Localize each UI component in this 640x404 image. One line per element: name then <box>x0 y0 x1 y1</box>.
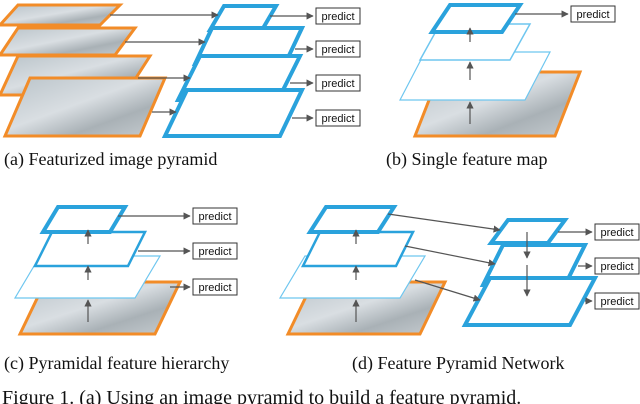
predict-label: predict <box>321 44 354 56</box>
predict-box: predict <box>315 40 361 58</box>
lateral-connection <box>404 245 496 267</box>
lateral-connection <box>387 213 501 233</box>
predict-label: predict <box>198 282 231 294</box>
panel-a-featurized-image-pyramid: predict predict predict predict (a) Feat… <box>0 3 361 170</box>
bottom-up-level-mid <box>300 230 416 268</box>
predict-label: predict <box>576 9 609 21</box>
feature-map-level-4 <box>161 88 306 138</box>
predict-box: predict <box>594 223 640 241</box>
caption-a: (a) Featurized image pyramid <box>4 149 217 170</box>
predict-box: predict <box>192 278 238 296</box>
predict-label: predict <box>600 227 633 239</box>
predict-box: predict <box>594 257 640 275</box>
caption-b: (b) Single feature map <box>386 149 547 170</box>
predict-box: predict <box>315 7 361 25</box>
panel-d-feature-pyramid-network: predict predict predict (d) Feature Pyra… <box>278 205 640 374</box>
predict-label: predict <box>198 211 231 223</box>
predict-label: predict <box>321 78 354 90</box>
predict-label: predict <box>321 11 354 23</box>
image-level-2 <box>0 26 138 57</box>
figure-caption: Figure 1. (a) Using an image pyramid to … <box>2 387 521 404</box>
predict-label: predict <box>600 261 633 273</box>
top-down-level-3 <box>461 276 599 327</box>
image-level-4 <box>2 76 168 138</box>
lateral-connection <box>414 279 481 302</box>
panel-b-single-feature-map: predict (b) Single feature map <box>386 3 616 170</box>
caption-d: (d) Feature Pyramid Network <box>352 353 564 374</box>
feature-level-mid <box>32 230 148 268</box>
top-down-level-1 <box>487 218 569 245</box>
image-level-1 <box>0 3 124 27</box>
predict-box: predict <box>594 292 640 310</box>
predict-label: predict <box>321 113 354 125</box>
predict-label: predict <box>600 296 633 308</box>
panel-c-pyramidal-feature-hierarchy: predict predict predict (c) Pyramidal fe… <box>4 205 238 374</box>
bottom-up-level-top <box>306 205 398 234</box>
feature-level-top <box>39 205 129 234</box>
predict-box: predict <box>570 5 616 23</box>
caption-c: (c) Pyramidal feature hierarchy <box>4 353 229 374</box>
predict-box: predict <box>315 74 361 92</box>
predict-box: predict <box>192 207 238 225</box>
feature-map-top <box>428 3 524 34</box>
predict-label: predict <box>198 246 231 258</box>
predict-box: predict <box>192 242 238 260</box>
predict-box: predict <box>315 109 361 127</box>
